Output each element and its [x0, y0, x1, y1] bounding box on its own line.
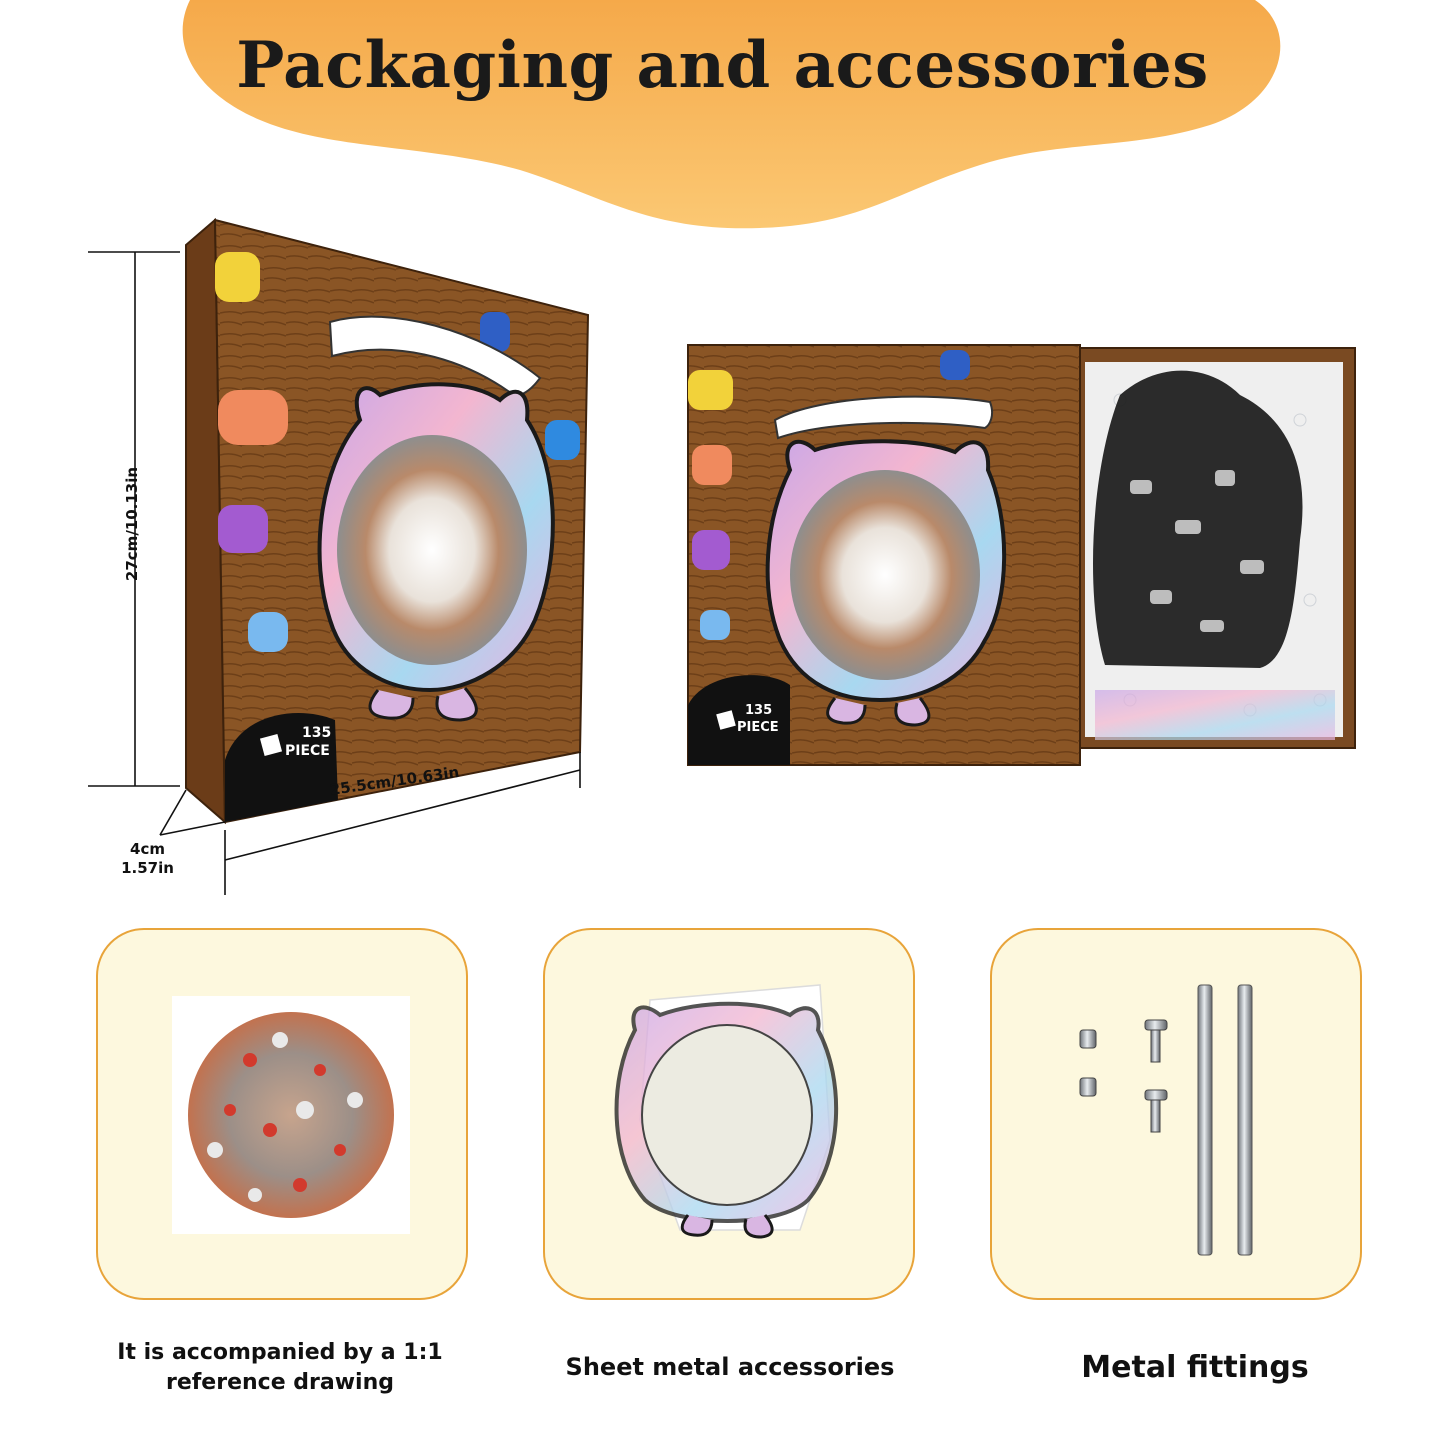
reference-drawing-caption: It is accompanied by a 1:1 reference dra… — [70, 1338, 490, 1398]
depth-in: 1.57in — [121, 859, 174, 877]
depth-cm: 4cm — [130, 840, 165, 858]
svg-text:135: 135 — [745, 703, 772, 718]
reference-drawing-card — [96, 928, 468, 1300]
box-front-view: 135 PIECE — [185, 217, 590, 825]
depth-dimension-label: 4cm 1.57in — [100, 840, 195, 878]
box-lid-brand-title: WOODEN PUZZLE — [781, 396, 992, 422]
header-banner — [182, 0, 1281, 229]
badge-unit: PIECE — [285, 743, 330, 759]
height-dimension-label: 27cm/10.13in — [123, 466, 141, 582]
badge-count: 135 — [302, 725, 331, 741]
metal-fittings-caption: Metal fittings — [1081, 1350, 1309, 1385]
metal-fittings-card — [990, 928, 1362, 1300]
sheet-metal-caption: Sheet metal accessories — [565, 1353, 895, 1381]
reference-caption-line1: It is accompanied by a 1:1 — [117, 1340, 443, 1365]
width-dimension-label: 25.5cm/10.63in — [328, 762, 461, 799]
box-brand-title: WOODEN PUZZLE — [330, 322, 550, 392]
dimension-lines — [88, 251, 581, 895]
page-title: Packaging and accessories — [236, 28, 1209, 103]
sheet-metal-card — [543, 928, 915, 1300]
reference-caption-line2: reference drawing — [165, 1370, 395, 1395]
svg-text:PIECE: PIECE — [737, 720, 779, 735]
